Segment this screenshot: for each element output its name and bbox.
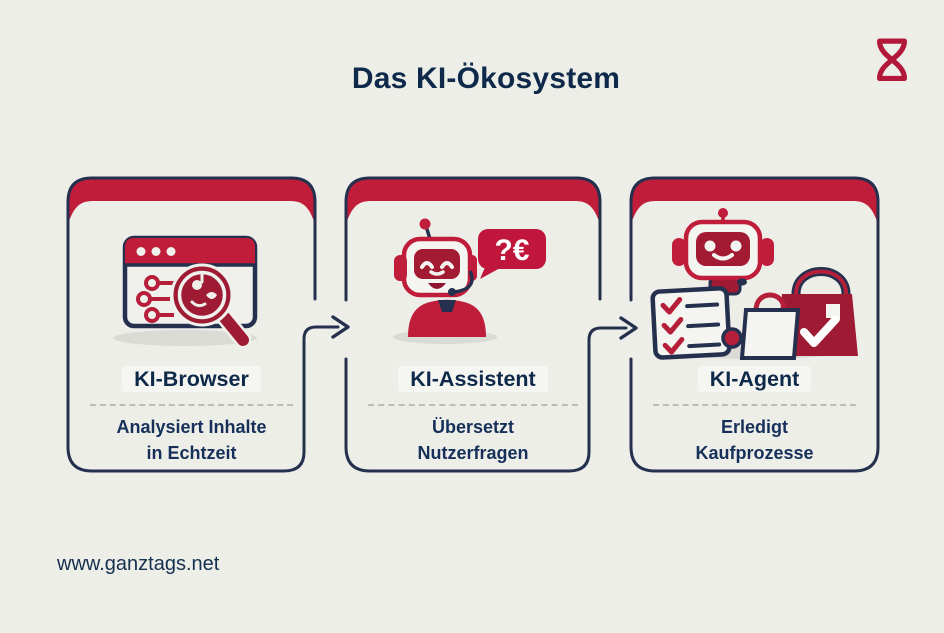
card-top-bar — [346, 178, 600, 224]
checklist-icon — [650, 286, 732, 360]
card-description: Übersetzt Nutzerfragen — [417, 417, 529, 463]
hourglass-logo-icon — [876, 38, 908, 82]
browser-analysis-icon — [100, 223, 270, 349]
footer-url: www.ganztags.net — [57, 553, 220, 575]
antenna-ball — [419, 218, 431, 230]
dashed-separator — [653, 404, 856, 406]
card-ki-agent-outline — [629, 176, 880, 473]
speech-bubble-text: ?€ — [494, 234, 529, 267]
browser-header-bar — [125, 238, 255, 265]
robot-face — [696, 232, 750, 266]
robot-eyes — [420, 261, 454, 269]
arrow-right-icon — [331, 315, 350, 339]
card-title-label: KI-Browser — [122, 366, 261, 392]
robot-ear — [672, 238, 686, 266]
headset-mic-arm — [453, 270, 474, 294]
small-shopping-bag — [739, 292, 801, 360]
robot-neck — [438, 300, 456, 312]
card-top-bar — [68, 178, 315, 224]
browser-dot — [136, 247, 146, 256]
robot-smile — [712, 253, 734, 261]
browser-dot — [166, 247, 176, 256]
card-title: KI-Browser — [68, 364, 315, 394]
card-title: KI-Agent — [631, 364, 878, 394]
robot-body — [408, 299, 486, 337]
robot-hand — [721, 327, 743, 349]
card-ki-browser-outline — [66, 176, 340, 473]
robot-eye — [704, 240, 716, 252]
antenna-ball — [718, 208, 728, 218]
card-description: Analysiert Inhalte in Echtzeit — [116, 417, 267, 463]
card-ki-assistent-outline — [344, 176, 602, 302]
robot-mouth — [428, 283, 446, 289]
robot-ear — [394, 255, 407, 281]
arrow-right-icon — [619, 316, 638, 340]
robot-chin-mic — [737, 278, 747, 286]
robot-face — [414, 249, 460, 279]
circuit-nodes — [136, 275, 176, 323]
card-description: Erledigt Kaufprozesse — [695, 417, 814, 463]
robot-smile — [429, 270, 445, 276]
speech-bubble: ?€ — [478, 229, 546, 279]
card-ki-assistent: KI-Assistent Übersetzt Nutzerfragen — [346, 364, 600, 466]
dashed-separator — [90, 404, 293, 406]
chatbot-headset-icon: ?€ — [390, 215, 565, 345]
browser-dot — [151, 247, 161, 256]
icon-shadow — [113, 330, 257, 346]
card-title-label: KI-Assistent — [398, 366, 548, 392]
robot-ear — [760, 238, 774, 266]
card-title-label: KI-Agent — [697, 366, 812, 392]
card-title: KI-Assistent — [346, 364, 600, 394]
card-ki-agent: KI-Agent Erledigt Kaufprozesse — [631, 364, 878, 466]
headset-mic — [448, 288, 456, 296]
magnifier-icon — [170, 263, 252, 349]
dashed-separator — [368, 404, 578, 406]
card-ki-browser: KI-Browser Analysiert Inhalte in Echtzei… — [68, 364, 315, 466]
card-ki-assistent-outline — [344, 326, 628, 473]
robot-eye — [730, 240, 742, 252]
shopping-agent-icon — [650, 208, 860, 363]
page-title: Das KI-Ökosystem — [351, 62, 621, 95]
card-top-bar — [631, 178, 878, 224]
